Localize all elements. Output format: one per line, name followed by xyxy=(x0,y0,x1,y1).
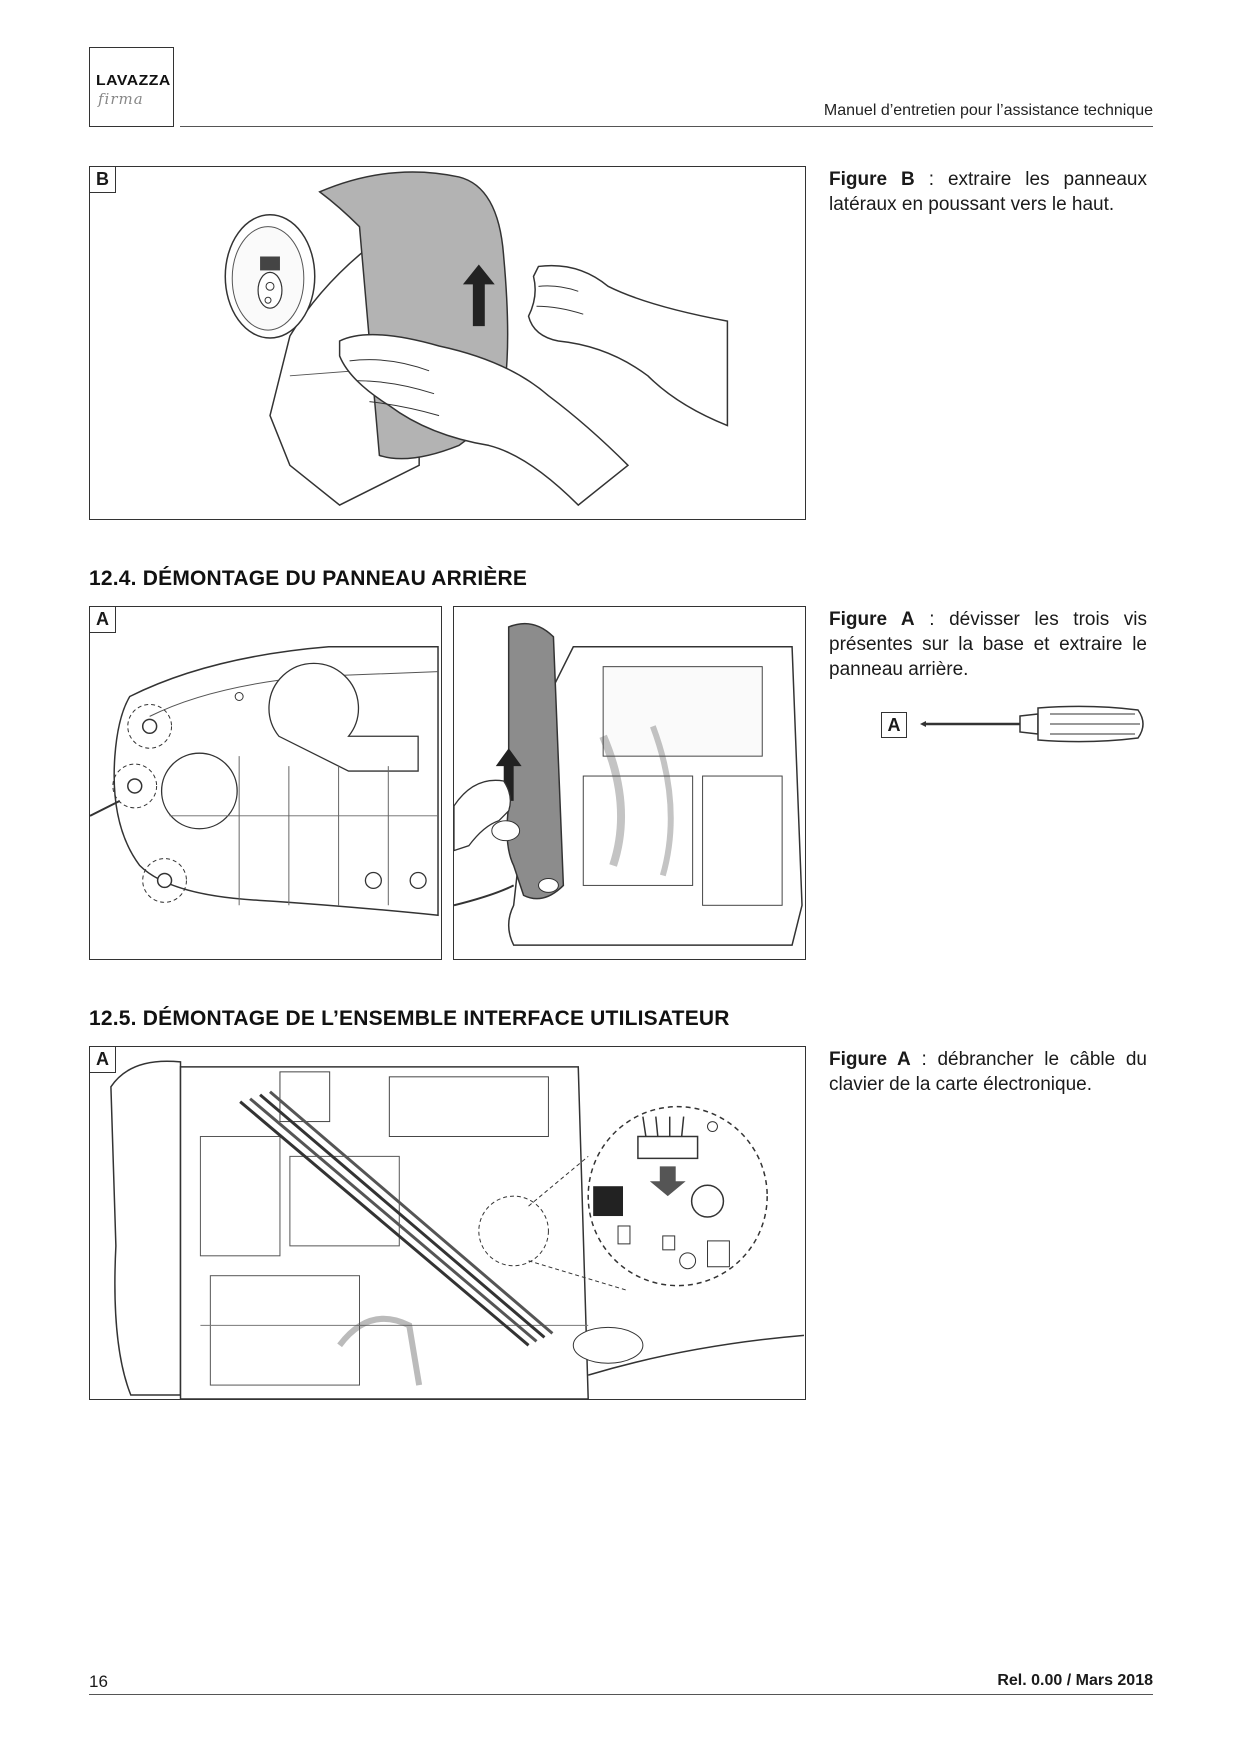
section-title-12-5: 12.5. DÉMONTAGE DE L’ENSEMBLE INTERFACE … xyxy=(89,1007,730,1030)
tool-tag: A xyxy=(881,712,907,738)
brand-logo: LAVAZZA firma xyxy=(89,47,174,127)
footer-divider xyxy=(89,1694,1153,1695)
section-title-12-4: 12.4. DÉMONTAGE DU PANNEAU ARRIÈRE xyxy=(89,567,528,590)
caption-label: Figure A xyxy=(829,609,915,630)
base-screws-illustration xyxy=(90,646,439,917)
release-info: Rel. 0.00 / Mars 2018 xyxy=(997,1672,1153,1689)
caption-text: : débrancher le câble du clavier de la c… xyxy=(829,1049,1148,1095)
figure-a-ui-caption: Figure A : débrancher le câble du clavie… xyxy=(829,1047,1147,1097)
keyboard-cable-illustration xyxy=(110,1060,805,1399)
page-number: 16 xyxy=(89,1672,108,1691)
figure-b-caption: Figure B : extraire les panneaux latérau… xyxy=(829,167,1147,217)
figure-a-rear-base: A xyxy=(89,606,442,960)
figure-tag: A xyxy=(90,607,116,633)
caption-label: Figure A xyxy=(829,1049,911,1070)
side-panel-removal-illustration xyxy=(224,171,729,507)
figure-a-rear-panel-removal xyxy=(453,606,806,960)
figure-a-user-interface: A xyxy=(89,1046,806,1400)
caption-text: : extraire les panneaux latéraux en pous… xyxy=(829,169,1147,215)
logo-wordmark: LAVAZZA xyxy=(96,72,171,89)
logo-subbrand: firma xyxy=(98,90,144,108)
caption-label: Figure B xyxy=(829,169,915,190)
document-title: Manuel d’entretien pour l’assistance tec… xyxy=(823,102,1153,119)
figure-a-rear-caption: Figure A : dévisser les trois vis présen… xyxy=(829,607,1147,682)
figure-tag: A xyxy=(90,1047,116,1073)
caption-text: : dévisser les trois vis présentes sur l… xyxy=(829,609,1147,680)
screwdriver-icon xyxy=(920,705,1144,743)
header-divider xyxy=(180,126,1153,127)
rear-panel-removal-illustration xyxy=(454,622,803,946)
figure-tag: B xyxy=(90,167,116,193)
figure-b-side-panels: B xyxy=(89,166,806,520)
